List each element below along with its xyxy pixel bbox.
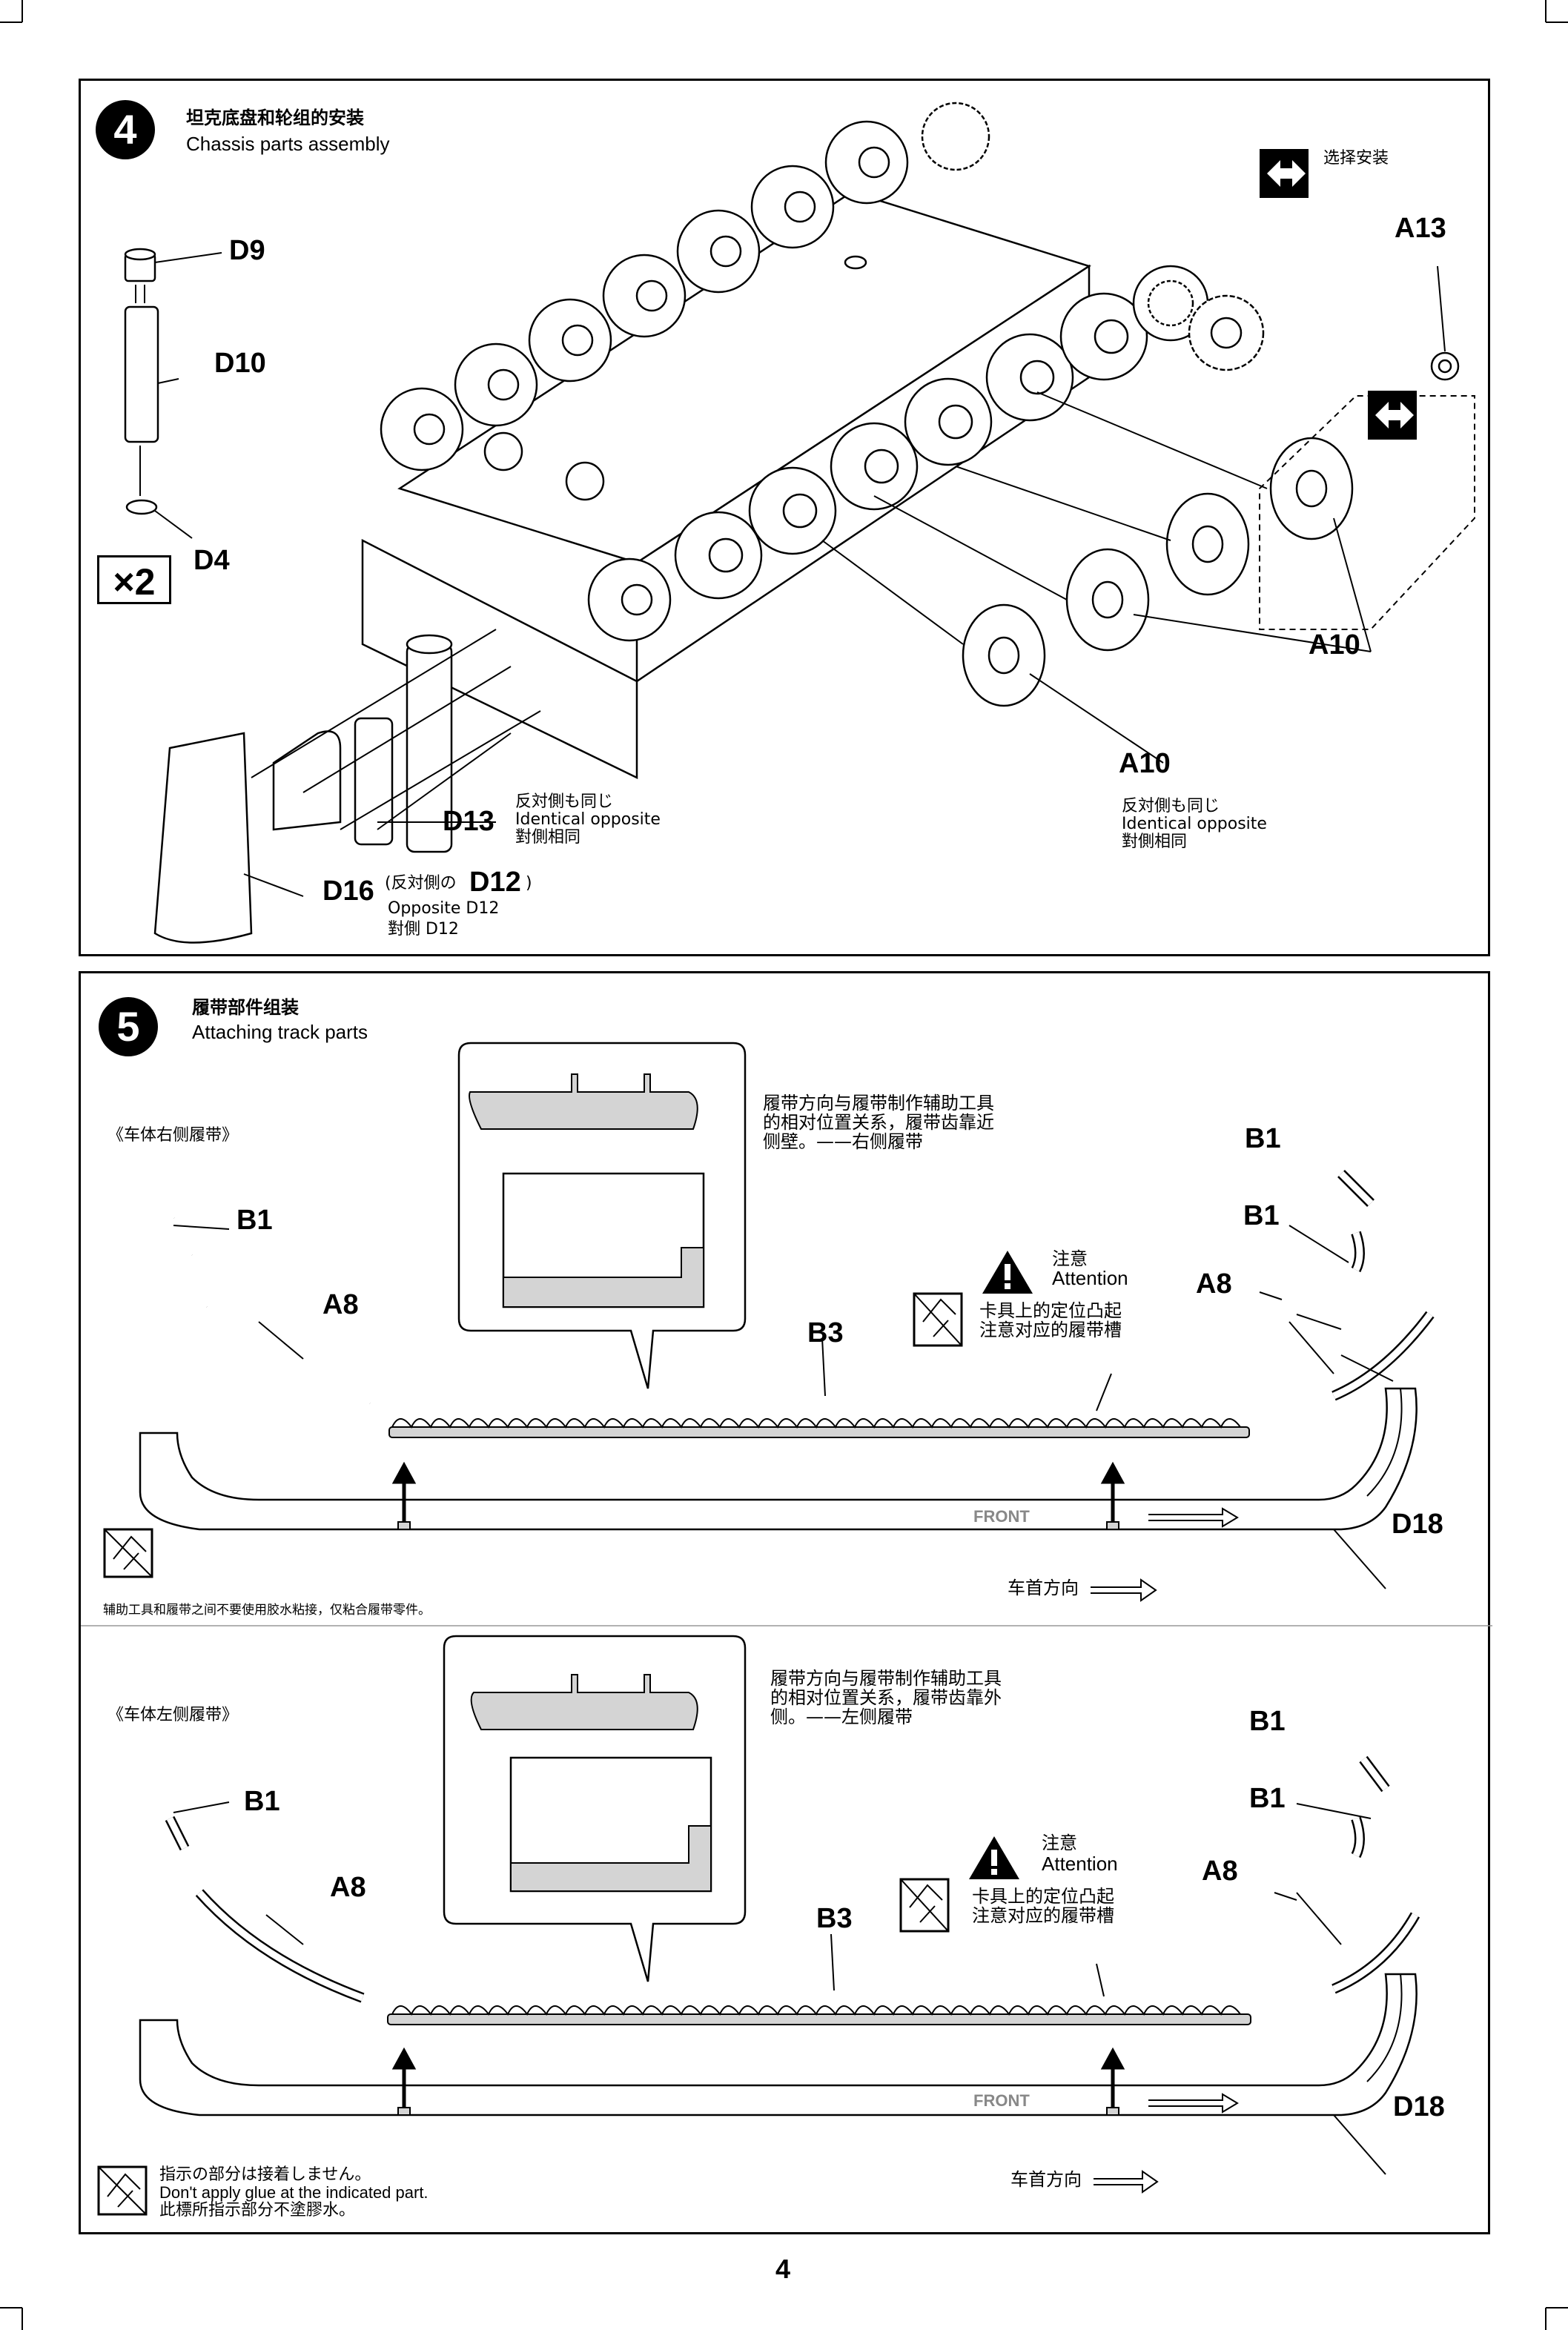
glue-note-line-3: 此標所指示部分不塗膠水。 [159, 2201, 356, 2220]
step-4-panel: 4 坦克底盘和轮组的安装 Chassis parts assembly [79, 79, 1490, 956]
label-d13: D13 [443, 806, 494, 837]
a10-note-line-3: 對側相同 [1122, 833, 1188, 851]
step-number: 4 [96, 100, 155, 159]
label-b1-right-2: B1 [1249, 1783, 1286, 1814]
glue-note-line-1: 指示の部分は接着しません。 [159, 2165, 371, 2184]
right-track-note-line-1: 履带方向与履带制作辅助工具 [763, 1093, 994, 1113]
attention-cn: 注意 [1042, 1833, 1077, 1853]
attention-cn: 注意 [1052, 1248, 1088, 1269]
direction-label: 车首方向 [1010, 2169, 1082, 2190]
d16-note-prefix: (反対側の [385, 874, 457, 893]
left-track-note-line-2: 的相对位置关系，履带齿靠外 [770, 1687, 1002, 1708]
label-a8-right: A8 [1202, 1856, 1238, 1887]
right-track-note-line-3: 侧壁。——右侧履带 [763, 1131, 923, 1152]
left-track-side-label: 《车体左侧履带》 [107, 1706, 239, 1724]
front-label: FRONT [973, 2091, 1030, 2110]
label-a13: A13 [1395, 213, 1446, 244]
label-a10-upper: A10 [1309, 629, 1360, 661]
label-b3: B3 [807, 1317, 844, 1348]
label-a8-right: A8 [1196, 1268, 1232, 1300]
attention-note-line-2: 注意对应的履带槽 [972, 1905, 1114, 1926]
left-track-note-line-1: 履带方向与履带制作辅助工具 [770, 1668, 1002, 1689]
left-track-note-line-3: 侧。——左侧履带 [770, 1707, 913, 1727]
direction-label: 车首方向 [1008, 1578, 1079, 1598]
label-d12: D12 [469, 867, 521, 898]
right-track-side-label: 《车体右侧履带》 [107, 1126, 239, 1145]
chassis-diagram [124, 102, 1475, 944]
step-number: 5 [99, 997, 158, 1056]
attention-en: Attention [1052, 1267, 1128, 1289]
d16-note-line-1: Opposite D12 [388, 899, 500, 918]
step-5-panel: 5 履带部件组装 Attaching track parts [79, 971, 1492, 2234]
d13-note-line-2: Identical opposite [515, 810, 661, 829]
label-b1-left: B1 [244, 1786, 280, 1817]
attention-en: Attention [1042, 1853, 1118, 1875]
right-track-note-line-2: 的相对位置关系，履带齿靠近 [763, 1112, 994, 1133]
front-label: FRONT [973, 1507, 1030, 1526]
step-title-en: Chassis parts assembly [186, 133, 390, 155]
attention-note-line-1: 卡具上的定位凸起 [979, 1300, 1122, 1321]
glue-note-line-2: Don't apply glue at the indicated part. [159, 2183, 429, 2202]
label-d18: D18 [1392, 1509, 1443, 1540]
step-title-cn: 履带部件组装 [192, 997, 299, 1018]
glue-note: 辅助工具和履带之间不要使用胶水粘接，仅粘合履带零件。 [103, 1603, 431, 1618]
attention-note-line-1: 卡具上的定位凸起 [972, 1886, 1114, 1907]
quantity-x2-badge: ×2 [97, 555, 171, 604]
label-b1-right-2: B1 [1243, 1200, 1280, 1231]
d13-note-line-1: 反対側も同じ [515, 792, 614, 811]
label-b1-right-1: B1 [1245, 1123, 1281, 1154]
d16-note-line-2: 對側 D12 [388, 920, 459, 939]
a10-note-line-2: Identical opposite [1122, 815, 1267, 833]
step-title-en: Attaching track parts [192, 1021, 368, 1043]
track-diagrams [81, 1042, 1492, 2216]
label-d9: D9 [229, 235, 265, 266]
label-b3: B3 [816, 1903, 853, 1934]
label-d16: D16 [322, 876, 374, 907]
label-b1-left: B1 [236, 1205, 273, 1236]
d13-note-line-3: 對側相同 [515, 828, 581, 847]
label-a8-left: A8 [322, 1289, 359, 1320]
label-d4: D4 [193, 545, 230, 576]
d16-note-suffix: ) [526, 874, 532, 893]
label-d10: D10 [214, 348, 266, 379]
a10-note-line-1: 反対側も同じ [1122, 797, 1220, 815]
select-install-label: 选择安装 [1323, 149, 1389, 168]
label-d18: D18 [1393, 2091, 1445, 2122]
label-b1-right-1: B1 [1249, 1706, 1286, 1737]
step-title-cn: 坦克底盘和轮组的安装 [186, 107, 364, 128]
attention-note-line-2: 注意对应的履带槽 [979, 1320, 1122, 1340]
label-a8-left: A8 [330, 1872, 366, 1903]
label-a10-lower: A10 [1119, 748, 1171, 779]
page-number: 4 [775, 2254, 791, 2284]
